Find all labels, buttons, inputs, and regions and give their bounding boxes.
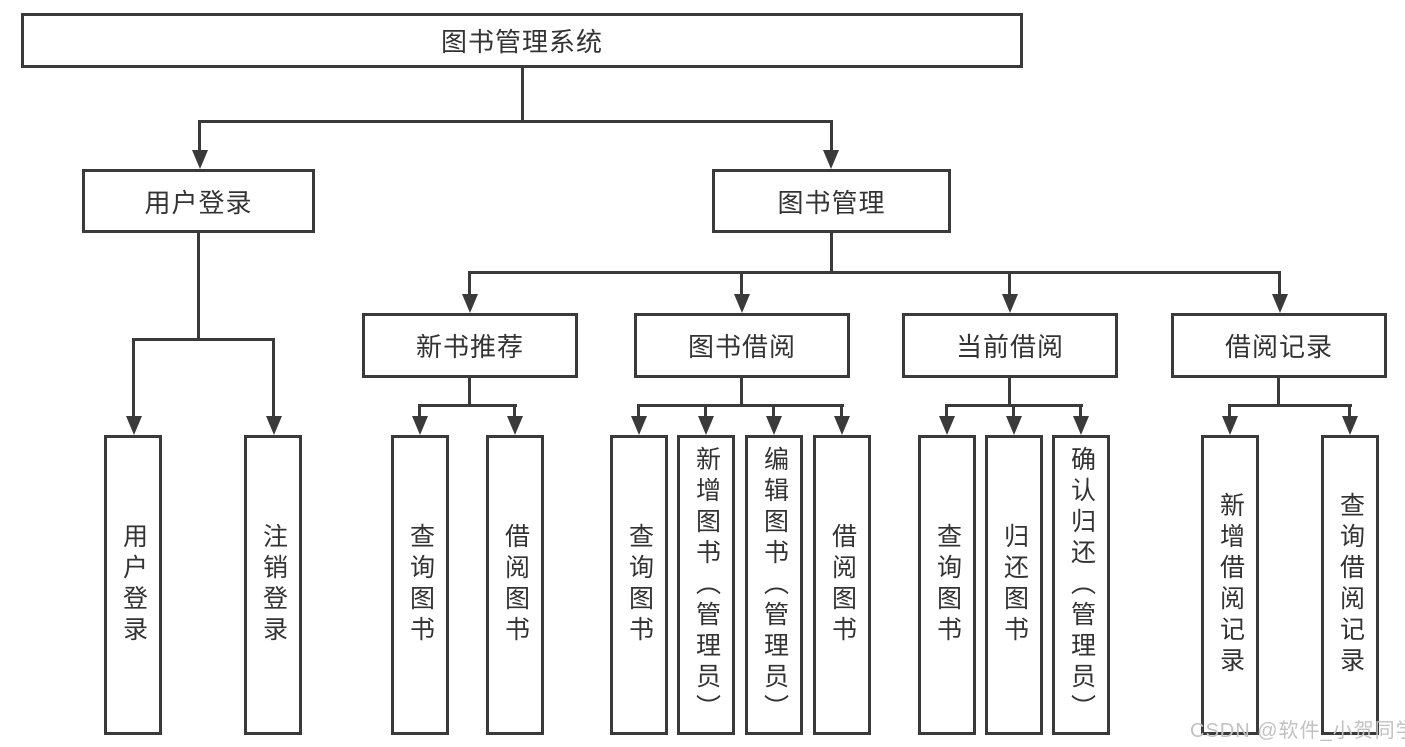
connector-arrowhead xyxy=(1006,416,1022,435)
leaf-confirm-return-admin: 确认归还（管理员） xyxy=(1052,435,1110,735)
connector-book-stem xyxy=(830,233,833,271)
connector-arrowhead xyxy=(266,416,282,435)
leaf-borrow-books: 借阅图书 xyxy=(813,435,871,735)
leaf-query-books-recommend-label: 查询图书 xyxy=(406,523,435,647)
leaf-return-books-label: 归还图书 xyxy=(1000,523,1029,647)
connector-line xyxy=(1278,271,1281,296)
connector-line xyxy=(772,404,775,418)
connector-arrowhead xyxy=(1342,416,1358,435)
connector-group-bar xyxy=(418,404,517,407)
node-book-borrow: 图书借阅 xyxy=(634,313,850,378)
leaf-query-borrow-record: 查询借阅记录 xyxy=(1321,435,1379,735)
connector-arrowhead xyxy=(126,416,142,435)
connector-arrowhead xyxy=(766,416,782,435)
connector-line xyxy=(830,120,833,152)
node-user-login: 用户登录 xyxy=(82,169,315,233)
connector-arrowhead xyxy=(1272,294,1288,313)
connector-arrowhead xyxy=(734,294,750,313)
connector-line xyxy=(513,404,516,418)
connector-root-stem xyxy=(521,68,524,120)
connector-arrowhead xyxy=(462,294,478,313)
leaf-query-books-current: 查询图书 xyxy=(918,435,976,735)
node-current-borrow: 当前借阅 xyxy=(902,313,1118,378)
connector-group-stem xyxy=(1277,378,1280,404)
leaf-logout: 注销登录 xyxy=(244,435,302,735)
node-new-book-recommend-label: 新书推荐 xyxy=(415,332,524,362)
connector-arrowhead xyxy=(631,416,647,435)
connector-arrowhead xyxy=(698,416,714,435)
node-borrow-records-label: 借阅记录 xyxy=(1224,332,1333,362)
connector-group-stem xyxy=(1008,378,1011,404)
leaf-confirm-return-admin-label: 确认归还（管理员） xyxy=(1067,445,1096,725)
connector-user-stem xyxy=(197,233,200,338)
leaf-query-books-recommend: 查询图书 xyxy=(391,435,449,735)
connector-root-bar xyxy=(198,120,833,123)
leaf-query-books-current-label: 查询图书 xyxy=(933,523,962,647)
connector-arrowhead xyxy=(192,150,208,169)
node-root: 图书管理系统 xyxy=(21,13,1023,68)
connector-line xyxy=(272,338,275,418)
node-book-borrow-label: 图书借阅 xyxy=(687,332,796,362)
connector-user-bar xyxy=(132,338,275,341)
connector-arrowhead xyxy=(1222,416,1238,435)
leaf-add-borrow-record: 新增借阅记录 xyxy=(1201,435,1259,735)
node-borrow-records: 借阅记录 xyxy=(1171,313,1387,378)
connector-arrowhead xyxy=(412,416,428,435)
connector-arrowhead xyxy=(1073,416,1089,435)
leaf-borrow-books-recommend-label: 借阅图书 xyxy=(501,523,530,647)
connector-line xyxy=(1008,271,1011,296)
connector-line xyxy=(840,404,843,418)
leaf-add-borrow-record-label: 新增借阅记录 xyxy=(1216,492,1245,678)
connector-line xyxy=(704,404,707,418)
connector-arrowhead xyxy=(834,416,850,435)
node-book-management: 图书管理 xyxy=(712,169,951,233)
node-book-management-label: 图书管理 xyxy=(777,187,886,218)
connector-group-bar xyxy=(1228,404,1352,407)
connector-line xyxy=(418,404,421,418)
connector-line xyxy=(740,271,743,296)
connector-book-bar xyxy=(468,271,1281,274)
leaf-return-books: 归还图书 xyxy=(985,435,1043,735)
leaf-query-books-borrow: 查询图书 xyxy=(610,435,668,735)
leaf-edit-books-admin: 编辑图书（管理员） xyxy=(745,435,803,735)
connector-group-bar xyxy=(637,404,844,407)
leaf-edit-books-admin-label: 编辑图书（管理员） xyxy=(760,445,789,725)
leaf-query-books-borrow-label: 查询图书 xyxy=(625,523,654,647)
connector-arrowhead xyxy=(823,150,839,169)
connector-line xyxy=(945,404,948,418)
leaf-user-login: 用户登录 xyxy=(104,435,162,735)
connector-line xyxy=(198,120,201,152)
connector-line xyxy=(1079,404,1082,418)
leaf-user-login-label: 用户登录 xyxy=(119,523,148,647)
leaf-logout-label: 注销登录 xyxy=(259,523,288,647)
connector-group-stem xyxy=(468,378,471,404)
connector-line xyxy=(1012,404,1015,418)
connector-group-stem xyxy=(740,378,743,404)
watermark: CSDN @软件_小贺同学 xyxy=(1190,720,1405,742)
leaf-add-books-admin: 新增图书（管理员） xyxy=(677,435,735,735)
leaf-borrow-books-recommend: 借阅图书 xyxy=(486,435,544,735)
connector-line xyxy=(1228,404,1231,418)
node-new-book-recommend: 新书推荐 xyxy=(362,313,578,378)
connector-arrowhead xyxy=(1002,294,1018,313)
connector-line xyxy=(637,404,640,418)
connector-line xyxy=(1348,404,1351,418)
connector-arrowhead xyxy=(507,416,523,435)
leaf-add-books-admin-label: 新增图书（管理员） xyxy=(692,445,721,725)
node-root-label: 图书管理系统 xyxy=(440,27,603,57)
connector-line xyxy=(132,338,135,418)
connector-line xyxy=(468,271,471,296)
leaf-query-borrow-record-label: 查询借阅记录 xyxy=(1336,492,1365,678)
leaf-borrow-books-label: 借阅图书 xyxy=(828,523,857,647)
node-current-borrow-label: 当前借阅 xyxy=(955,332,1064,362)
connector-arrowhead xyxy=(939,416,955,435)
node-user-login-label: 用户登录 xyxy=(144,187,253,218)
